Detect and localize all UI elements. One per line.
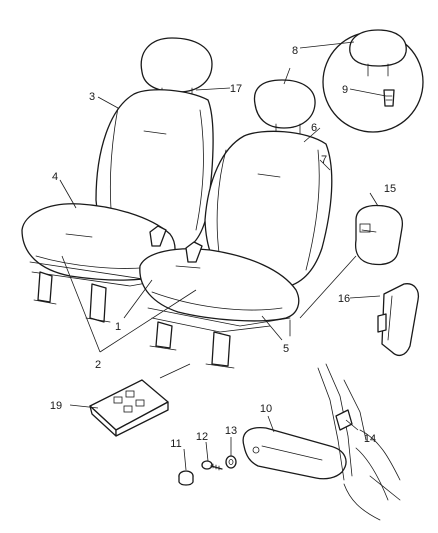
hardware-parts [178,455,237,486]
callout-6: 6 [311,122,317,134]
callout-14: 14 [364,433,376,445]
side-trim-cover [377,283,420,357]
callout-5: 5 [283,343,289,355]
armrest [242,426,347,480]
callout-13: 13 [225,425,237,437]
leader-lines [59,41,387,471]
control-module [89,379,169,437]
callout-3: 3 [89,91,95,103]
callout-9: 9 [342,84,348,96]
callout-2: 2 [95,359,101,371]
callout-11: 11 [170,438,181,450]
callout-8: 8 [292,45,298,57]
callout-10: 10 [260,403,272,415]
callout-16: 16 [338,293,350,305]
door-bracket-area [317,363,401,521]
callout-labels: 1 2 3 4 5 6 7 8 9 10 11 12 13 14 15 16 1… [50,45,396,450]
callout-7: 7 [321,154,327,166]
right-seat [139,79,333,369]
callout-19: 19 [50,400,62,412]
callout-4: 4 [52,171,58,183]
callout-1: 1 [115,321,121,333]
callout-17: 17 [230,83,242,95]
side-airbag-module [354,204,404,266]
callout-12: 12 [196,431,208,443]
headrest-detail-inset [322,29,424,133]
callout-15: 15 [384,183,396,195]
